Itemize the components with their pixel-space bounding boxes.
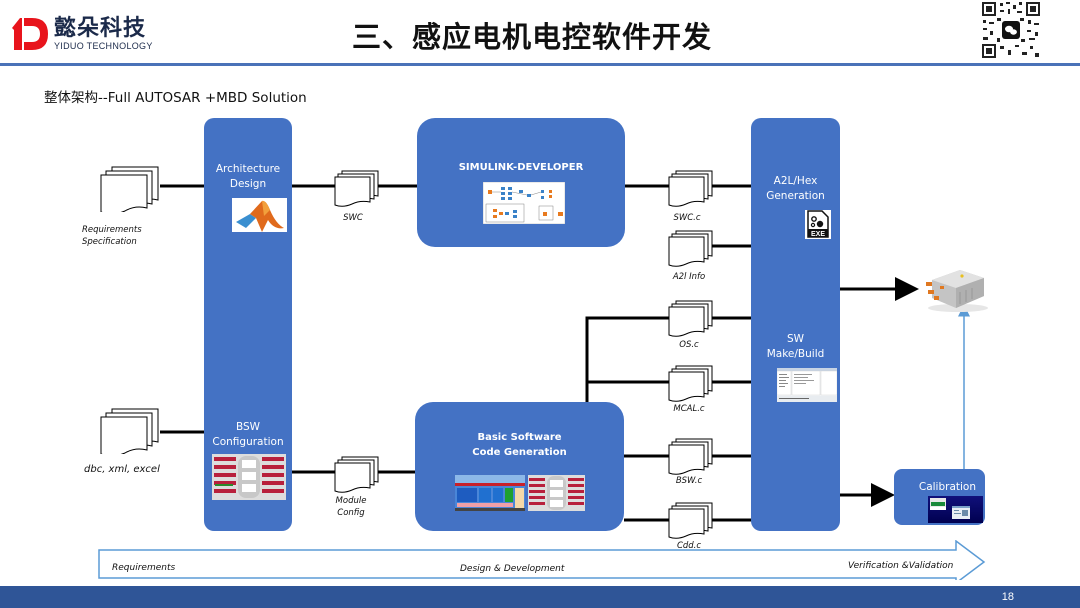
svg-text:EXE: EXE [811, 231, 825, 238]
ide-build-screenshot [777, 368, 837, 402]
mcal-c-file-icon [668, 365, 714, 403]
cdd-c-caption: Cdd.c [676, 541, 702, 551]
diagram-subtitle: 整体架构--Full AUTOSAR +MBD Solution [44, 90, 307, 106]
module-config-file-icon [334, 456, 380, 494]
bsw-configuration-label: BSW Configuration [204, 420, 292, 450]
a2l-hex-generation-label: A2L/Hex Generation [751, 174, 840, 204]
caption-line: Specification [82, 237, 137, 247]
timeline-phase-verification-validation: Verification &Validation [848, 561, 954, 571]
page-title: 三、感应电机电控软件开发 [352, 20, 713, 54]
label-line: Design [229, 178, 267, 190]
exe-file-icon: EXE [805, 210, 831, 239]
motor-controller-ecu-icon [918, 266, 992, 314]
sw-make-build-label: SW Make/Build [751, 332, 840, 362]
label-line: Configuration [212, 436, 284, 448]
simulink-model-screenshot [483, 182, 565, 224]
label-line: Architecture [215, 163, 281, 175]
requirements-doc-icon [100, 166, 159, 215]
slide-header: 懿朵科技 YIDUO TECHNOLOGY 三、感应电机电控软件开发 [0, 0, 1080, 66]
caption-line: Config [337, 508, 365, 518]
calibration-block: Calibration [894, 469, 985, 525]
swc-file-icon [334, 170, 380, 208]
label-line: Generation [766, 190, 825, 202]
company-logo: 懿朵科技 YIDUO TECHNOLOGY [10, 14, 153, 54]
os-c-caption: OS.c [679, 340, 699, 350]
logo-english-name: YIDUO TECHNOLOGY [54, 41, 153, 51]
bsw-code-generation-block: Basic Software Code Generation [415, 402, 624, 531]
simulink-developer-block: SIMULINK-DEVELOPER [417, 118, 625, 247]
page-number: 18 [1001, 591, 1014, 603]
swc-c-file-icon [668, 170, 714, 208]
bsw-config-screenshot [212, 454, 286, 500]
mcal-c-caption: MCAL.c [673, 404, 705, 414]
connector-codegen-to-os-mcal [585, 316, 670, 403]
label-line: Make/Build [766, 348, 825, 360]
slide-footer: 18 [0, 586, 1080, 608]
timeline-phase-design-development: Design & Development [460, 564, 565, 574]
autosar-layer-screenshot [455, 475, 525, 511]
label-line: Code Generation [472, 447, 567, 458]
cdd-c-file-icon [668, 502, 714, 540]
simulink-developer-label: SIMULINK-DEVELOPER [458, 162, 584, 173]
timeline-phase-requirements: Requirements [112, 563, 176, 573]
logo-chinese-name: 懿朵科技 [54, 16, 147, 41]
architecture-design-label: Architecture Design [204, 162, 292, 192]
process-timeline-arrow: Requirements Design & Development Verifi… [98, 540, 986, 580]
calibration-tool-screenshot [928, 496, 983, 523]
requirements-caption: Requirements Specification [82, 224, 162, 248]
wechat-qr-code-icon [980, 0, 1042, 60]
label-line: Basic Software [477, 432, 562, 443]
label-line: SW [786, 333, 805, 345]
module-config-caption: Module Config [326, 495, 376, 519]
header-divider [0, 63, 1080, 66]
label-line: A2L/Hex [773, 175, 818, 187]
os-c-file-icon [668, 300, 714, 338]
swc-c-caption: SWC.c [673, 213, 701, 223]
a2l-build-block: A2L/Hex Generation EXE SW Make/Build [751, 118, 840, 531]
matlab-logo-icon [232, 198, 287, 232]
swc-caption: SWC [343, 213, 363, 223]
logo-mark-icon [10, 14, 50, 54]
a2l-info-caption: A2l Info [672, 272, 706, 282]
bsw-code-generation-label: Basic Software Code Generation [415, 430, 624, 460]
a2l-info-file-icon [668, 230, 714, 268]
bsw-c-caption: BSW.c [675, 476, 703, 486]
dbc-xml-excel-doc-icon [100, 408, 159, 457]
label-line: BSW [235, 421, 261, 433]
dbc-xml-excel-caption: dbc, xml, excel [84, 464, 160, 475]
architecture-bsw-block: Architecture Design BSW Configuration [204, 118, 292, 531]
bsw-c-file-icon [668, 438, 714, 476]
calibration-label: Calibration [918, 481, 976, 493]
caption-line: Requirements [82, 225, 142, 235]
caption-line: Module [335, 496, 367, 506]
bsw-module-screenshot [528, 475, 585, 511]
